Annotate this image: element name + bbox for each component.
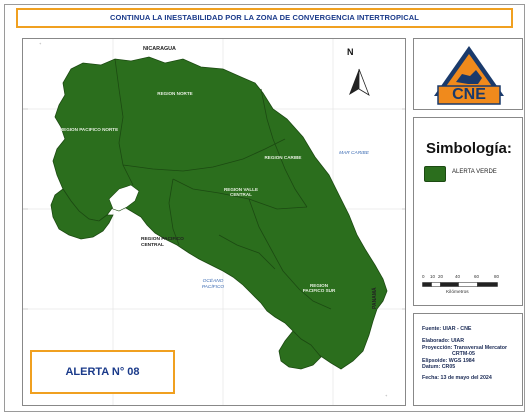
- region-central-label: REGION VALLE CENTRAL: [223, 187, 259, 198]
- info-projection-code: CRTM-05: [452, 351, 475, 358]
- map-title: CONTINUA LA INESTABILIDAD POR LA ZONA DE…: [16, 8, 513, 28]
- legend-title: Simbología:: [426, 140, 512, 157]
- info-source: Fuente: UIAR - CNE: [422, 326, 472, 332]
- neighbor-panama: PANAMÁ: [372, 287, 378, 309]
- region-chorotega-label: REGION PACIFICO NORTE: [59, 127, 119, 132]
- north-label: N: [347, 47, 354, 57]
- info-made-by: Elaborado: UIAR: [422, 338, 465, 345]
- scale-unit: Kilómetros: [446, 290, 469, 295]
- region-norte-label: REGION NORTE: [157, 91, 193, 96]
- page-frame: [4, 4, 525, 412]
- alert-number: ALERTA N° 08: [30, 350, 175, 394]
- grid-tick: +: [385, 393, 388, 398]
- nicoya-peninsula-shape: [50, 188, 114, 240]
- info-datum: Datum: CR05: [422, 364, 456, 371]
- map-canvas: [23, 39, 405, 405]
- cne-logo-icon: [434, 46, 504, 105]
- info-projection: Proyección: Transversal Mercator: [422, 344, 508, 351]
- osa-peninsula-shape: [278, 330, 322, 370]
- cne-logo-text: CNE: [452, 86, 486, 103]
- info-text: Fuente: UIAR - CNE Elaborado: UIAR Proye…: [422, 326, 507, 382]
- grid-tick: +: [39, 41, 42, 46]
- scale-tick-20: 20: [438, 274, 444, 279]
- region-boundaries: [114, 58, 332, 310]
- scale-tick-60: 60: [474, 274, 480, 279]
- region-pacifico-sur-label: REGION PACIFICO SUR: [302, 283, 336, 294]
- logo-panel: CNE: [413, 38, 523, 110]
- scale-bar-graphic: [422, 282, 498, 287]
- scale-tick-80: 80: [494, 274, 500, 279]
- scale-tick-0: 0: [422, 274, 425, 279]
- legend-label-verde: ALERTA VERDE: [452, 169, 497, 175]
- legend-panel: Simbología: ALERTA VERDE 0 10 20 40 60 8…: [413, 117, 523, 306]
- neighbor-nicaragua: NICARAGUA: [143, 46, 176, 52]
- region-pacifico-central-label: REGION PACIFICO CENTRAL: [141, 237, 184, 248]
- sea-pacifico: OCÉANO PACÍFICO: [201, 279, 225, 290]
- costa-rica-shape: [52, 56, 388, 370]
- legend-swatch-verde: [424, 166, 446, 182]
- info-panel: Fuente: UIAR - CNE Elaborado: UIAR Proye…: [413, 313, 523, 406]
- sea-caribe: MAR CARIBE: [339, 151, 369, 156]
- scale-bar: 0 10 20 40 60 80 Kilómetros: [422, 274, 508, 300]
- region-caribe-label: REGION CARIBE: [264, 155, 302, 160]
- gulf-of-nicoya: [108, 184, 140, 212]
- info-ellipsoid: Elipsoide: WGS 1984: [422, 357, 475, 364]
- north-arrow-icon: [349, 68, 370, 96]
- map-panel: N NICARAGUA PANAMÁ MAR CARIBE OCÉANO PAC…: [22, 38, 406, 406]
- edge-ticks: [23, 108, 405, 310]
- scale-tick-10: 10: [430, 274, 436, 279]
- info-date: Fecha: 13 de mayo del 2024: [422, 375, 492, 382]
- scale-tick-40: 40: [455, 274, 461, 279]
